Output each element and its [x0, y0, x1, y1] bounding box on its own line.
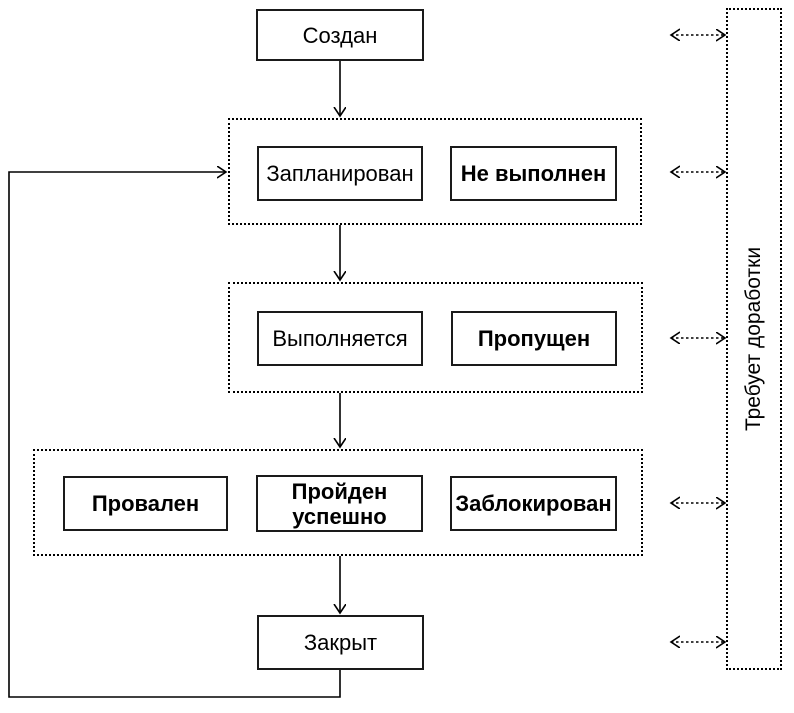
- group-scheduled-stage: [228, 118, 642, 225]
- group-result-stage: [33, 449, 643, 556]
- node-failed-label: Провален: [91, 491, 200, 516]
- node-blocked: Заблокирован: [450, 476, 617, 531]
- node-created: Создан: [256, 9, 424, 61]
- node-not-executed: Не выполнен: [450, 146, 617, 201]
- rework-panel: Требует доработки: [726, 8, 782, 670]
- node-planned-label: Запланирован: [266, 161, 414, 186]
- node-passed-label: Пройден успешно: [291, 478, 388, 529]
- node-running: Выполняется: [257, 311, 423, 366]
- node-skipped: Пропущен: [451, 311, 617, 366]
- rework-panel-label: Требует доработки: [742, 246, 766, 432]
- group-running-stage: [228, 282, 643, 393]
- node-planned: Запланирован: [257, 146, 423, 201]
- node-passed: Пройден успешно: [256, 475, 423, 532]
- node-not-executed-label: Не выполнен: [460, 161, 607, 186]
- node-created-label: Создан: [302, 22, 378, 48]
- node-running-label: Выполняется: [272, 326, 408, 351]
- node-skipped-label: Пропущен: [477, 326, 591, 351]
- node-blocked-label: Заблокирован: [455, 491, 612, 516]
- node-closed: Закрыт: [257, 615, 424, 670]
- node-closed-label: Закрыт: [303, 630, 378, 655]
- node-failed: Провален: [63, 476, 228, 531]
